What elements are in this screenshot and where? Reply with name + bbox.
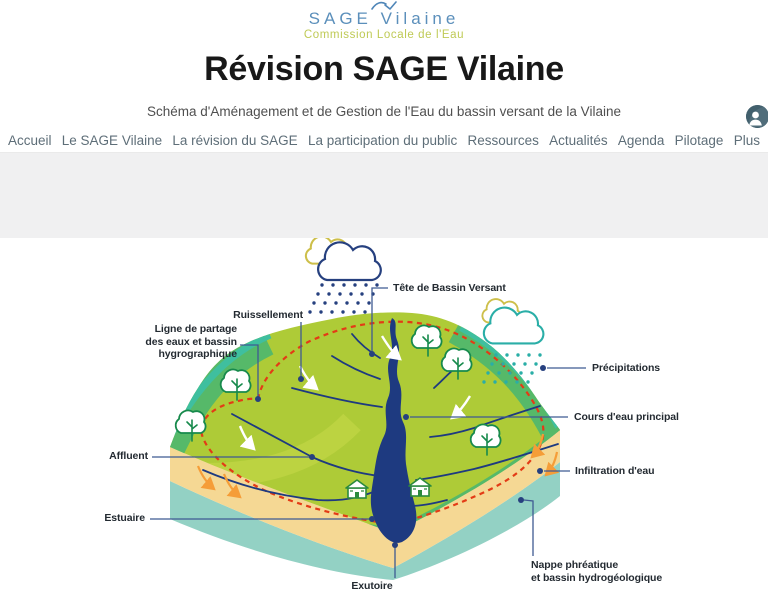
label-dots [255,351,546,548]
nav-item-le-sage-vilaine[interactable]: Le SAGE Vilaine [61,132,163,148]
account-avatar-button[interactable] [746,105,768,128]
bird-icon [371,1,397,10]
label-nappe-phreatique: Nappe phréatique et bassin hydrogéologiq… [531,559,663,584]
label-connectors [150,287,586,578]
nav-item-accueil[interactable]: Accueil [8,132,52,148]
rain-dots-teal [482,353,542,384]
watershed-diagram: Tête de Bassin Versant Ruissellement Lig… [0,238,768,607]
soil-sand-layer [170,430,560,568]
label-precipitations: Précipitations [592,362,661,374]
brand-tagline: Commission Locale de l'Eau [303,29,465,41]
main-nav: Accueil Le SAGE Vilaine La révision du S… [0,130,768,150]
label-cours-eau-principal: Cours d'eau principal [574,411,679,423]
nav-item-la-participation-du-public[interactable]: La participation du public [307,132,458,148]
main-river [370,318,417,543]
site-logo[interactable]: SAGE Vilaine Commission Locale de l'Eau [0,0,768,42]
page-title: Révision SAGE Vilaine [204,50,564,88]
nav-item-actualites[interactable]: Actualités [549,132,608,148]
nav-item-agenda[interactable]: Agenda [617,132,665,148]
label-ligne-de-partage: Ligne de partage des eaux et bassin hygr… [145,323,237,360]
label-tete-bassin-versant: Tête de Bassin Versant [393,282,506,294]
aquifer-layer [170,462,560,580]
rain-cloud-teal [481,298,545,384]
label-ruissellement: Ruissellement [233,309,303,321]
page-subtitle: Schéma d'Aménagement et de Gestion de l'… [147,104,621,119]
brand-name: SAGE Vilaine [308,9,460,28]
rain-dots-navy [308,283,379,314]
infiltration-arrows [196,433,560,499]
hero-band [0,152,768,238]
label-exutoire: Exutoire [351,580,393,592]
user-avatar-icon [746,105,768,128]
label-estuaire: Estuaire [104,512,145,524]
watershed-boundary-line [200,320,545,526]
rain-cloud-navy [304,238,382,314]
label-affluent: Affluent [109,450,148,462]
nav-item-la-revision-du-sage[interactable]: La révision du SAGE [172,132,298,148]
label-infiltration-eau: Infiltration d'eau [575,465,655,477]
watershed-illustration [150,238,586,580]
nav-item-plus[interactable]: Plus [733,132,760,148]
nav-item-pilotage[interactable]: Pilotage [674,132,724,148]
site-header: SAGE Vilaine Commission Locale de l'Eau … [0,0,768,152]
nav-item-ressources[interactable]: Ressources [467,132,539,148]
